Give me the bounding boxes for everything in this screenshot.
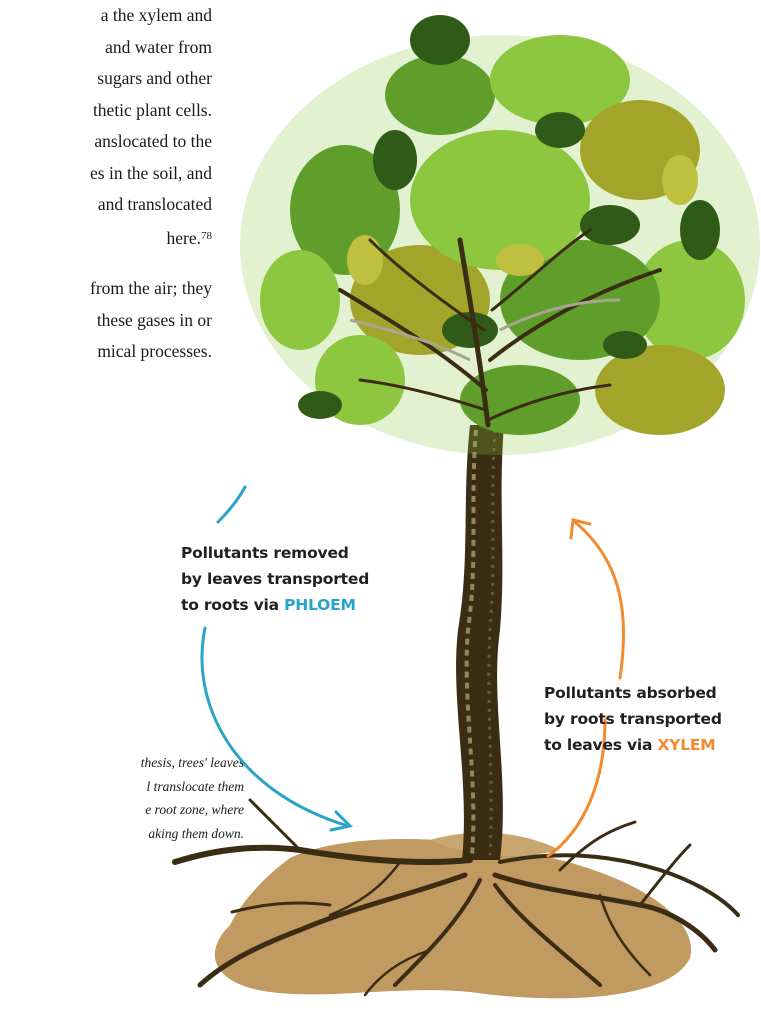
tree-canopy [240, 15, 760, 455]
label-prefix: to leaves via [544, 736, 657, 754]
phloem-arrow [202, 487, 350, 830]
label-line: Pollutants absorbed [544, 680, 722, 706]
label-prefix: to roots via [181, 596, 284, 614]
xylem-label: Pollutants absorbed by roots transported… [544, 680, 722, 758]
soil-mound [215, 833, 691, 999]
label-line: by roots transported [544, 706, 722, 732]
label-line-with-highlight: to leaves via XYLEM [544, 732, 722, 758]
label-line: by leaves transported [181, 566, 369, 592]
xylem-term: XYLEM [657, 736, 715, 754]
label-line-with-highlight: to roots via PHLOEM [181, 592, 369, 618]
phloem-term: PHLOEM [284, 596, 356, 614]
tree-trunk [456, 425, 504, 860]
phloem-label: Pollutants removed by leaves transported… [181, 540, 369, 618]
label-line: Pollutants removed [181, 540, 369, 566]
